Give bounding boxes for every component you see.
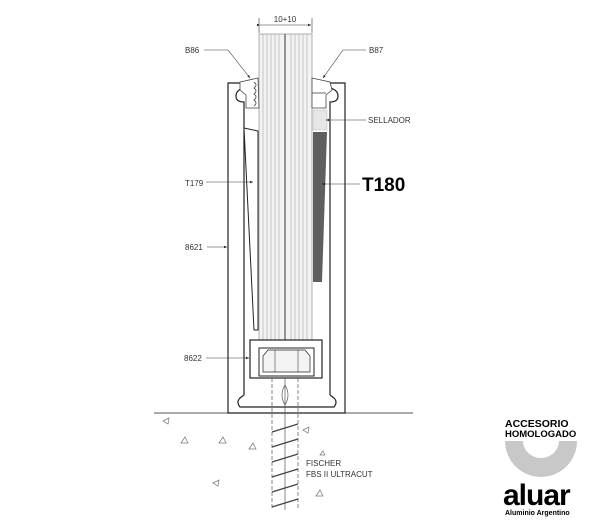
label-anchor-model: FBS II ULTRACUT (306, 470, 373, 479)
aluar-certification-logo: ACCESORIO HOMOLOGADO aluar Aluminio Arge… (503, 418, 577, 517)
sealant (312, 109, 328, 131)
label-anchor-brand: FISCHER (306, 459, 341, 468)
wedge-t180 (313, 132, 327, 282)
gasket-b87 (311, 77, 333, 109)
logo-brand: aluar (503, 479, 571, 512)
base-block-8622 (249, 339, 323, 379)
label-t179: T179 (185, 179, 204, 188)
label-b86: B86 (185, 46, 200, 55)
label-8622: 8622 (184, 354, 202, 363)
logo-ring-icon (505, 441, 577, 477)
label-8621: 8621 (185, 243, 203, 252)
gasket-b86 (239, 77, 260, 109)
label-b87: B87 (369, 46, 384, 55)
logo-tagline: Aluminio Argentino (505, 510, 570, 517)
anchor-bolt (271, 378, 299, 510)
label-t180: T180 (362, 175, 405, 196)
wedge-t179 (243, 127, 259, 331)
logo-line2: HOMOLOGADO (505, 429, 576, 440)
label-sellador: SELLADOR (368, 116, 411, 125)
laminated-glass (258, 33, 313, 341)
dimension-label: 10+10 (274, 15, 297, 24)
logo-line1: ACCESORIO (505, 418, 569, 430)
concrete-ground (154, 412, 413, 497)
dimension-glass-thickness: 10+10 (257, 15, 313, 33)
